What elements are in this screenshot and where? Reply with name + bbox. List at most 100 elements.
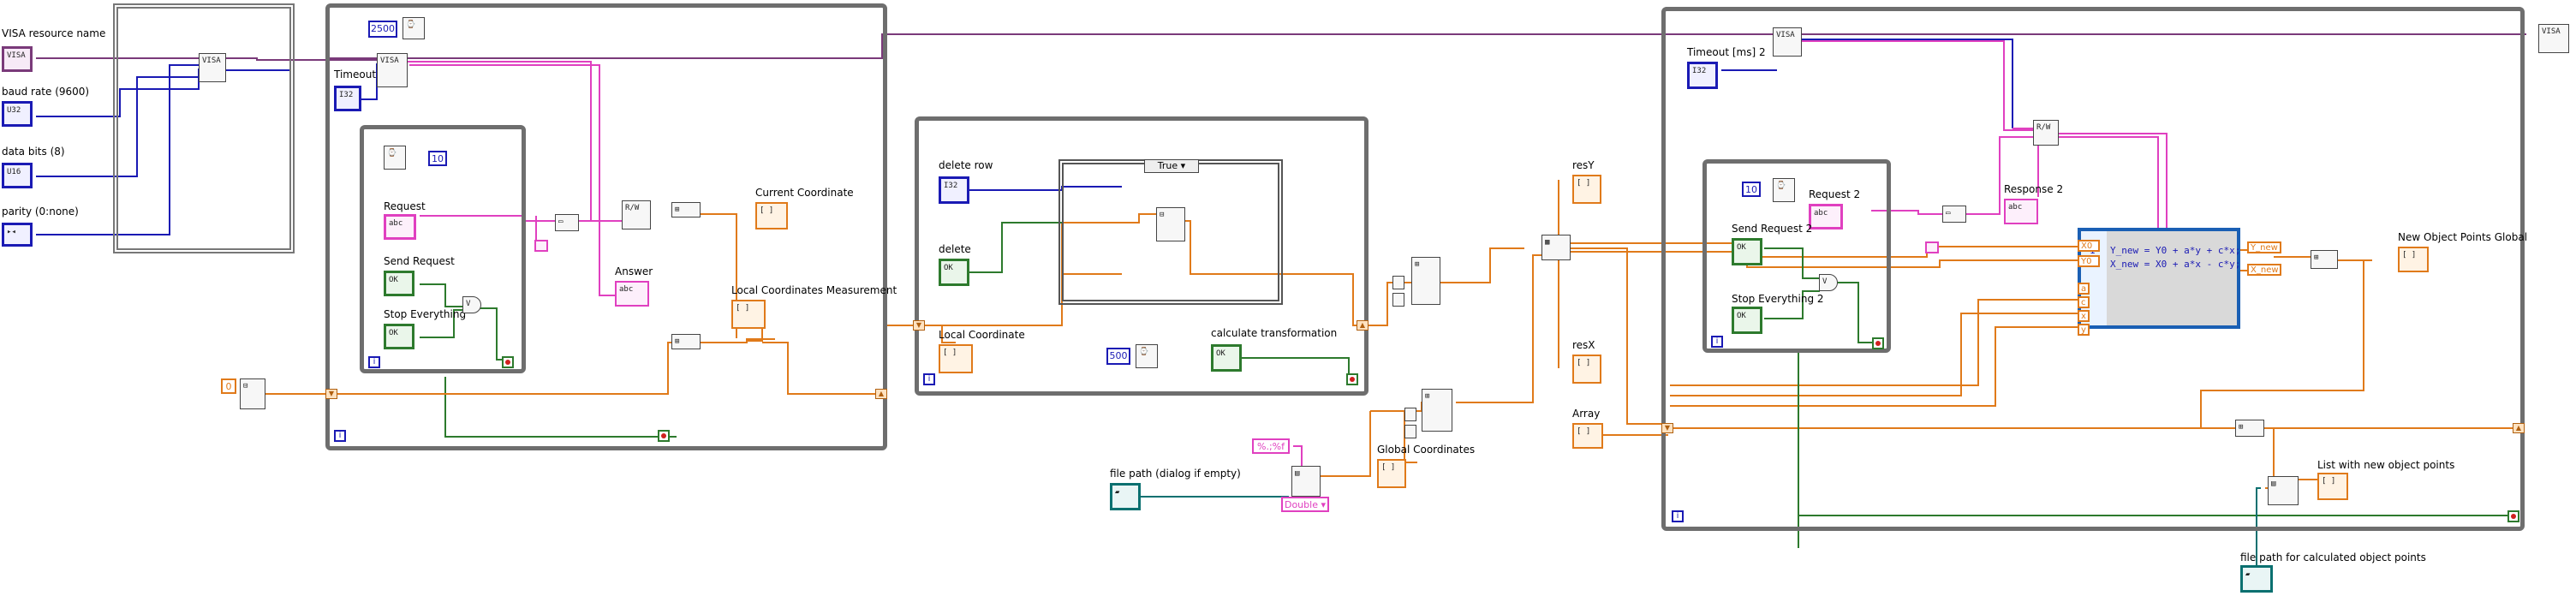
file-path-dialog-control[interactable]: ▰ [1110,483,1141,510]
visa-write-icon: VISA [1776,31,1795,39]
shift-register-right-2: ▲ [1357,320,1368,331]
request-control[interactable]: abc [384,214,416,240]
shift-register-left-1: ▼ [325,389,337,399]
loop2-stop-wire [1764,290,1820,319]
build-array-function-4: ⊞ [2311,250,2338,269]
file-path-calc-control[interactable]: ▰ [2240,565,2273,593]
request-2-control[interactable]: abc [1809,204,1843,229]
loop2-to-formula-b [2038,133,2168,231]
case-selector[interactable]: True ▾ [1144,159,1199,173]
visa-resource-name-label: VISA resource name [2,27,106,39]
databits-wire [36,76,199,177]
array-label: Array [1572,408,1601,420]
array-icon: [ ] [1577,359,1591,367]
build-array-function-5: ⊞ [2235,420,2264,437]
stop-everything-label: Stop Everything [384,308,467,320]
select-function-2: ▭ [1942,206,1966,223]
clock-icon: ⌚ [387,149,397,158]
baud-rate-label: baud rate (9600) [2,86,90,98]
read-spreadsheet-function: ▤ [1291,466,1321,497]
wait-10-constant-2[interactable]: 10 [1742,182,1761,197]
build-array-icon: ⊞ [675,337,680,346]
formula-input-y0: Y0 [2078,255,2100,267]
visa-resource-name-control[interactable]: VISA [2,46,33,72]
visa-read-icon: R/W [625,204,640,212]
stop-everything-2-control[interactable]: OK [1732,307,1762,334]
local-coordinates-measurement-indicator: [ ] [731,300,766,329]
shift-register-right-1: ▲ [875,389,887,399]
double-type-selector[interactable]: Double ▾ [1281,497,1329,512]
wait-10-constant[interactable]: 10 [428,151,447,166]
shift-register-left-2: ▼ [913,320,925,331]
timeout-2-label: Timeout [ms] 2 [1687,46,1766,58]
send-request-2-label: Send Request 2 [1732,223,1813,235]
parity-control[interactable]: ▸◂ [2,223,33,247]
baud-wire [36,69,200,117]
select-function: ▭ [555,214,579,231]
send-request-control[interactable]: OK [384,271,414,296]
formula-input-x: x [2078,310,2090,322]
new-object-points-global-label: New Object Points Global [2398,231,2528,243]
send-request-label: Send Request [384,255,455,267]
array-icon: [ ] [943,349,957,357]
loop-3-iteration-terminal: i [1672,510,1684,522]
delete-control[interactable]: OK [939,259,969,286]
delete-row-control[interactable]: I32 [939,176,969,204]
build-array-icon: ⊞ [2314,253,2319,262]
current-coordinate-indicator: [ ] [755,202,788,229]
loop-3-stop-terminal [2507,510,2519,522]
wait-ms-function-3: ⌚ [1136,344,1158,368]
timeout-2-control[interactable]: I32 [1687,62,1718,89]
visa-read-icon: R/W [2036,123,2051,132]
index-constant-b [1392,293,1404,307]
clock-icon: ⌚ [406,21,416,29]
loop2-formula-wire-4 [1670,313,2081,396]
response-2-indicator: abc [2004,199,2038,224]
local-to-sr-wire [762,342,882,395]
request-string-constant [534,240,548,252]
double-type-arrow: ▾ [1321,499,1326,510]
wait-500-constant[interactable]: 500 [1106,348,1130,365]
loop2-response-wire [1961,136,2039,215]
delete-array-icon: ⊟ [1160,211,1165,219]
loop-inner-3-iteration-terminal: i [1711,336,1723,348]
shift-register-left-3: ▼ [1661,423,1673,433]
seq-to-build-wire [1370,282,1411,326]
visa-configure-serial-port-function: VISA [199,53,226,82]
delete-from-array-function: ⊟ [1156,207,1185,241]
data-bits-control[interactable]: U16 [2,163,33,188]
read-array-wire [1319,411,1371,477]
formula-node[interactable]: 1 2 Y_new = Y0 + a*y + c*x; X_new = X0 +… [2078,228,2240,329]
loop-2-stop-terminal [1346,373,1358,385]
formula-output-y: Y_new [2247,241,2281,253]
timeout-control[interactable]: I32 [334,86,361,111]
loop2-formula-wire-3 [1670,299,2081,386]
wait-2500-constant[interactable]: 2500 [368,21,397,38]
while-loop-inner-3 [1702,159,1891,353]
calculate-transformation-control[interactable]: OK [1211,344,1242,372]
write-spreadsheet-function: ▤ [2268,476,2299,505]
visa-read-function: R/W [622,200,651,229]
zero-constant[interactable]: 0 [221,378,236,394]
formula-input-c: c [2078,296,2090,308]
boolean-icon: OK [389,276,398,284]
list-new-object-points-indicator: [ ] [2317,473,2348,500]
send-request-2-control[interactable]: OK [1732,238,1762,265]
format-string-constant[interactable]: %.;%f [1252,438,1290,454]
build-array-function-2: ⊞ [1411,257,1440,305]
visa-icon: VISA [202,57,221,65]
res-y-label: resY [1572,159,1595,171]
boolean-icon: OK [1216,349,1225,358]
numeric-icon: U16 [7,168,21,176]
baud-rate-control[interactable]: U32 [2,101,33,127]
loop-2-iteration-terminal: i [923,373,935,385]
shift-register-right-3: ▲ [2513,423,2525,433]
stop-everything-control[interactable]: OK [384,324,414,349]
visa-close-icon: VISA [2542,27,2561,36]
seq-wire-2 [941,325,956,343]
index-constant-a [1392,276,1404,289]
data-bits-label: data bits (8) [2,146,65,158]
spreadsheet-icon: ▤ [2271,480,2276,488]
